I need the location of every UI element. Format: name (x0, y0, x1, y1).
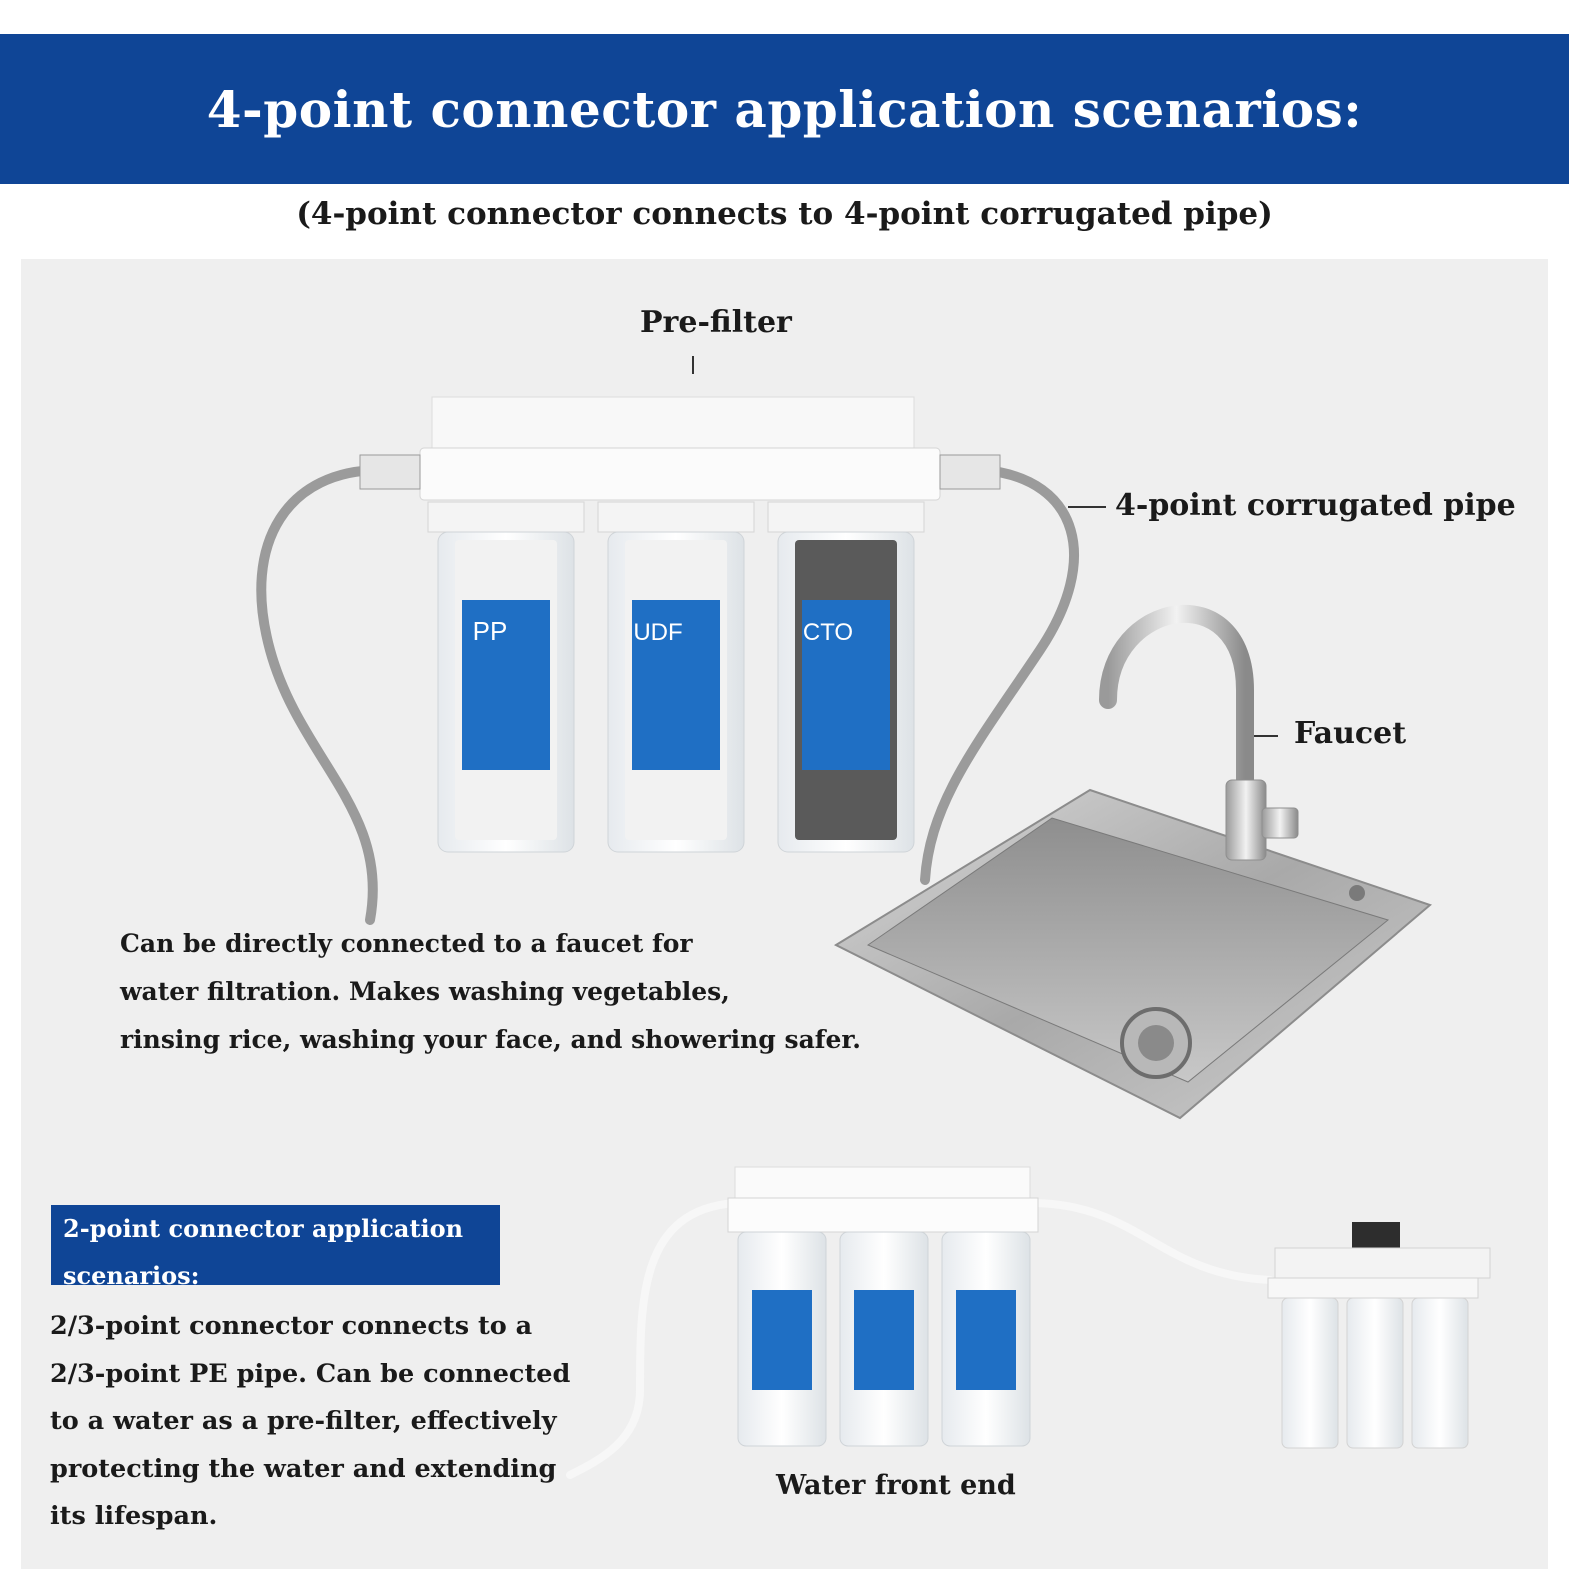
filter-cartridge-cto (767, 501, 925, 853)
sink-basin (866, 817, 1390, 1083)
description-line: rinsing rice, washing your face, and sho… (120, 1025, 862, 1054)
inlet-connector (359, 454, 421, 490)
filter-cartridge-pp (427, 501, 585, 853)
small-filter-pp (737, 1231, 827, 1447)
small-filter-cto (941, 1231, 1031, 1447)
description-2point: 2/3-point connector connects to a 2/3-po… (50, 1303, 570, 1541)
cartridge-label-cto: CTO (803, 619, 853, 646)
description-line: to a water as a pre-filter, effectively (50, 1406, 557, 1436)
filter-cartridge-udf (597, 501, 755, 853)
mount-bracket (431, 396, 915, 450)
section-badge-2point: 2-point connector application scenarios: (51, 1205, 500, 1290)
description-4point: Can be directly connected to a faucet fo… (120, 920, 861, 1064)
water-front-end-label: Water front end (776, 1470, 1016, 1501)
small-filter-head (727, 1197, 1039, 1233)
sink-tap-hole (1349, 885, 1365, 901)
cartridge-label-pp: PP (473, 616, 508, 646)
description-line: 2/3-point connector connects to a (50, 1311, 533, 1341)
badge-line: scenarios: (63, 1261, 200, 1290)
inlet-corrugated-pipe (256, 465, 385, 925)
outlet-connector (939, 454, 1001, 490)
outlet-corrugated-pipe (920, 465, 1079, 885)
header-banner: 4-point connector application scenarios: (0, 34, 1569, 184)
pre-filter-label: Pre-filter (640, 305, 792, 340)
filter-head (419, 447, 941, 501)
small-filter-udf (839, 1231, 929, 1447)
page-subtitle: (4-point connector connects to 4-point c… (296, 196, 1273, 232)
faucet-label: Faucet (1294, 716, 1407, 751)
description-line: 2/3-point PE pipe. Can be connected (50, 1358, 571, 1389)
faucet-icon (1099, 604, 1299, 861)
description-line: water filtration. Makes washing vegetabl… (120, 977, 730, 1006)
small-mount-bracket (734, 1166, 1031, 1200)
cartridge-label-udf: UDF (633, 619, 682, 646)
corrugated-pipe-label: 4-point corrugated pipe (1115, 488, 1516, 523)
pe-pipe-inlet (566, 1199, 739, 1479)
description-line: its lifespan. (50, 1501, 218, 1531)
badge-line: 2-point connector application (63, 1214, 464, 1243)
ro-purifier-unit (1267, 1222, 1491, 1449)
description-line: protecting the water and extending (50, 1453, 557, 1484)
page-title: 4-point connector application scenarios: (206, 79, 1363, 139)
pe-pipe-outlet (1031, 1199, 1274, 1284)
description-line: Can be directly connected to a faucet fo… (120, 929, 693, 958)
